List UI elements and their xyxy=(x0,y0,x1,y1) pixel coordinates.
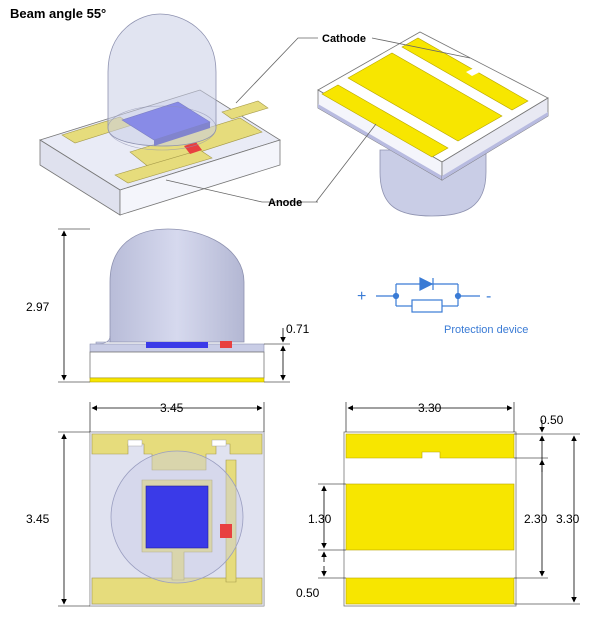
anode-label: Anode xyxy=(268,197,302,209)
top-die-icon xyxy=(145,485,209,549)
schematic-minus: - xyxy=(486,288,491,305)
figure-title: Beam angle 55° xyxy=(10,6,107,21)
dim-height-total: 2.97 xyxy=(26,300,50,314)
iso-back-view xyxy=(317,31,549,217)
dim-pad-span-total: 3.30 xyxy=(556,512,580,526)
pad-bottom-icon xyxy=(345,577,515,605)
top-esd-icon xyxy=(220,524,232,538)
dim-top-width: 3.45 xyxy=(160,401,184,415)
dim-base-height: 0.71 xyxy=(286,322,310,336)
pad-cathode-icon xyxy=(401,37,529,111)
side-dome xyxy=(109,228,245,343)
iso-front-view xyxy=(39,13,281,216)
esd-chip-icon xyxy=(184,142,202,154)
dim-bottom-gap: 0.50 xyxy=(296,586,320,600)
dim-top-height: 3.45 xyxy=(26,512,50,526)
pad-thermal-icon xyxy=(347,52,503,142)
pad-top-icon xyxy=(345,433,515,459)
pad-center-icon xyxy=(345,483,515,551)
side-esd-icon xyxy=(220,341,232,348)
dim-pad-width: 3.30 xyxy=(418,401,442,415)
dim-pad-span-inner: 2.30 xyxy=(524,512,548,526)
schematic-label: Protection device xyxy=(444,324,528,336)
side-die-icon xyxy=(146,342,208,348)
diode-icon xyxy=(419,277,434,291)
bottom-view xyxy=(318,402,580,607)
dim-center-pad: 1.30 xyxy=(308,512,332,526)
side-view xyxy=(58,228,290,383)
lens-dome xyxy=(107,13,217,147)
top-view xyxy=(58,402,265,607)
schematic-plus: + xyxy=(357,288,366,305)
dim-pad-gap: 0.50 xyxy=(540,413,564,427)
callout-lines xyxy=(165,37,471,203)
protection-schematic xyxy=(376,277,480,313)
pad-anode-icon xyxy=(321,84,449,158)
cathode-label: Cathode xyxy=(322,33,366,45)
